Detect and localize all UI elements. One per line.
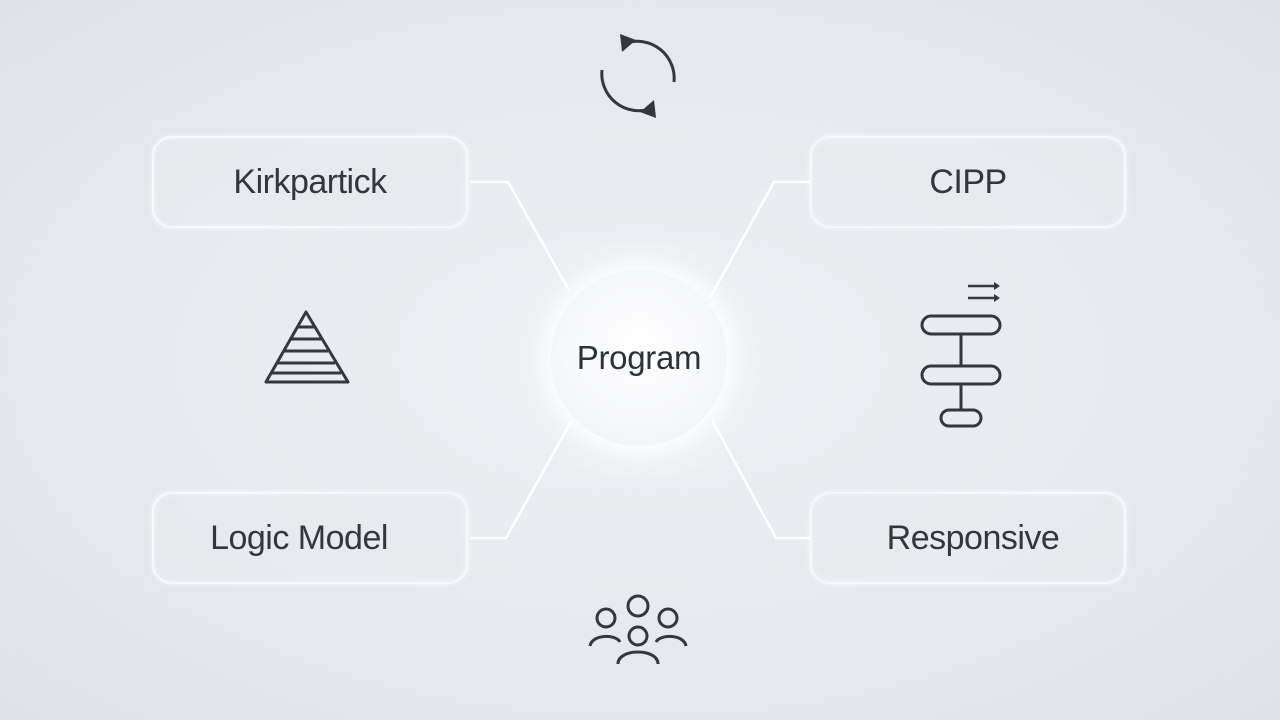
- connector-responsive: [710, 419, 810, 540]
- cycle-arrows-icon: [600, 34, 676, 118]
- connector-cipp: [708, 180, 810, 299]
- center-node-program[interactable]: Program: [551, 270, 727, 446]
- node-responsive[interactable]: Responsive: [810, 492, 1126, 584]
- node-label-responsive: Responsive: [886, 518, 1060, 557]
- people-group-icon: [588, 594, 688, 665]
- node-cipp[interactable]: CIPP: [810, 136, 1126, 228]
- node-label-cipp: CIPP: [929, 162, 1007, 201]
- node-label-kirkpartick: Kirkpartick: [233, 162, 387, 201]
- flowchart-icon: [920, 282, 1002, 428]
- node-logic-model[interactable]: Logic Model: [152, 492, 468, 584]
- pyramid-icon: [264, 310, 350, 384]
- center-label: Program: [576, 339, 702, 376]
- connector-kirkpartick: [470, 180, 572, 293]
- node-kirkpartick[interactable]: Kirkpartick: [152, 136, 468, 228]
- node-label-logic-model: Logic Model: [210, 518, 388, 557]
- connector-logic-model: [470, 419, 574, 540]
